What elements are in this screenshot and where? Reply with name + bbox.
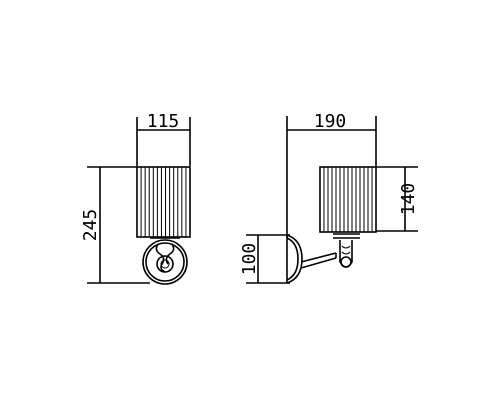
side-lamp-holder: [333, 233, 360, 268]
front-shade-pleats: [140, 167, 187, 237]
side-shade-height-label: 140: [398, 183, 419, 216]
front-height-dimension: 245: [80, 166, 150, 284]
front-view: 115 245: [80, 111, 191, 285]
front-shade: [136, 166, 191, 238]
front-width-label: 115: [147, 111, 180, 132]
front-width-dimension: 115: [136, 111, 191, 166]
side-shade: [319, 166, 377, 233]
side-depth-label: 190: [314, 111, 347, 132]
side-backplate-height-label: 100: [239, 243, 260, 276]
side-shade-height-dimension: 140: [376, 166, 419, 232]
front-height-label: 245: [80, 209, 101, 242]
side-backplate-height-dimension: 100: [239, 234, 290, 284]
side-shade-pleats: [323, 167, 373, 232]
side-depth-dimension: 190: [286, 111, 377, 238]
side-arm: [300, 252, 337, 269]
front-backplate: [142, 237, 188, 285]
side-backplate: [286, 234, 303, 284]
side-view: 190 140 100: [239, 111, 419, 284]
